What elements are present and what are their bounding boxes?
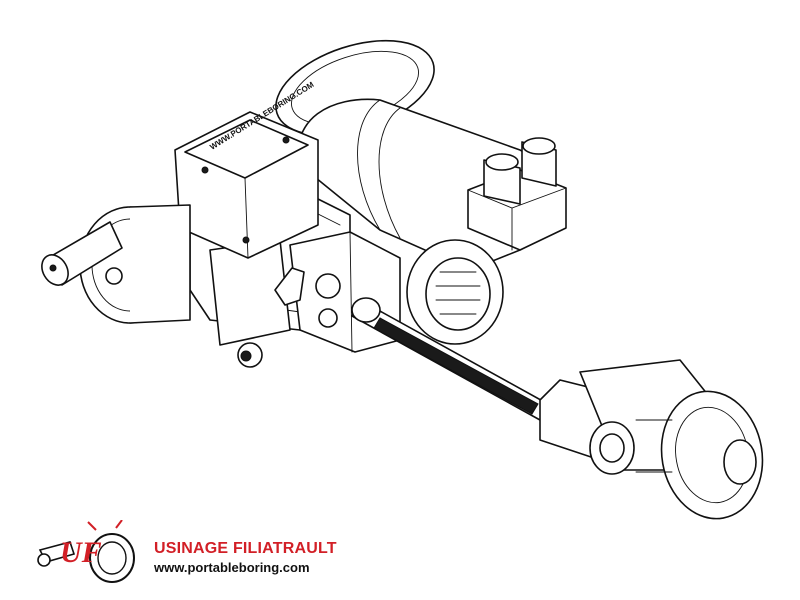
bearing-ring <box>406 239 504 345</box>
company-website: www.portableboring.com <box>154 560 310 575</box>
company-logo: UF USINAGE FILIATRAULT www.portableborin… <box>30 520 337 590</box>
end-bearing <box>539 359 764 520</box>
logo-letters: UF <box>60 536 102 569</box>
feed-carriage <box>274 231 401 353</box>
top-box: WWW.PORTABLEBORING.COM <box>174 80 319 259</box>
motor <box>275 39 567 271</box>
company-name: USINAGE FILIATRAULT <box>154 540 337 557</box>
threaded-rod <box>351 297 549 421</box>
left-flange <box>41 204 191 324</box>
uf-logo-mark: UF <box>37 520 135 583</box>
